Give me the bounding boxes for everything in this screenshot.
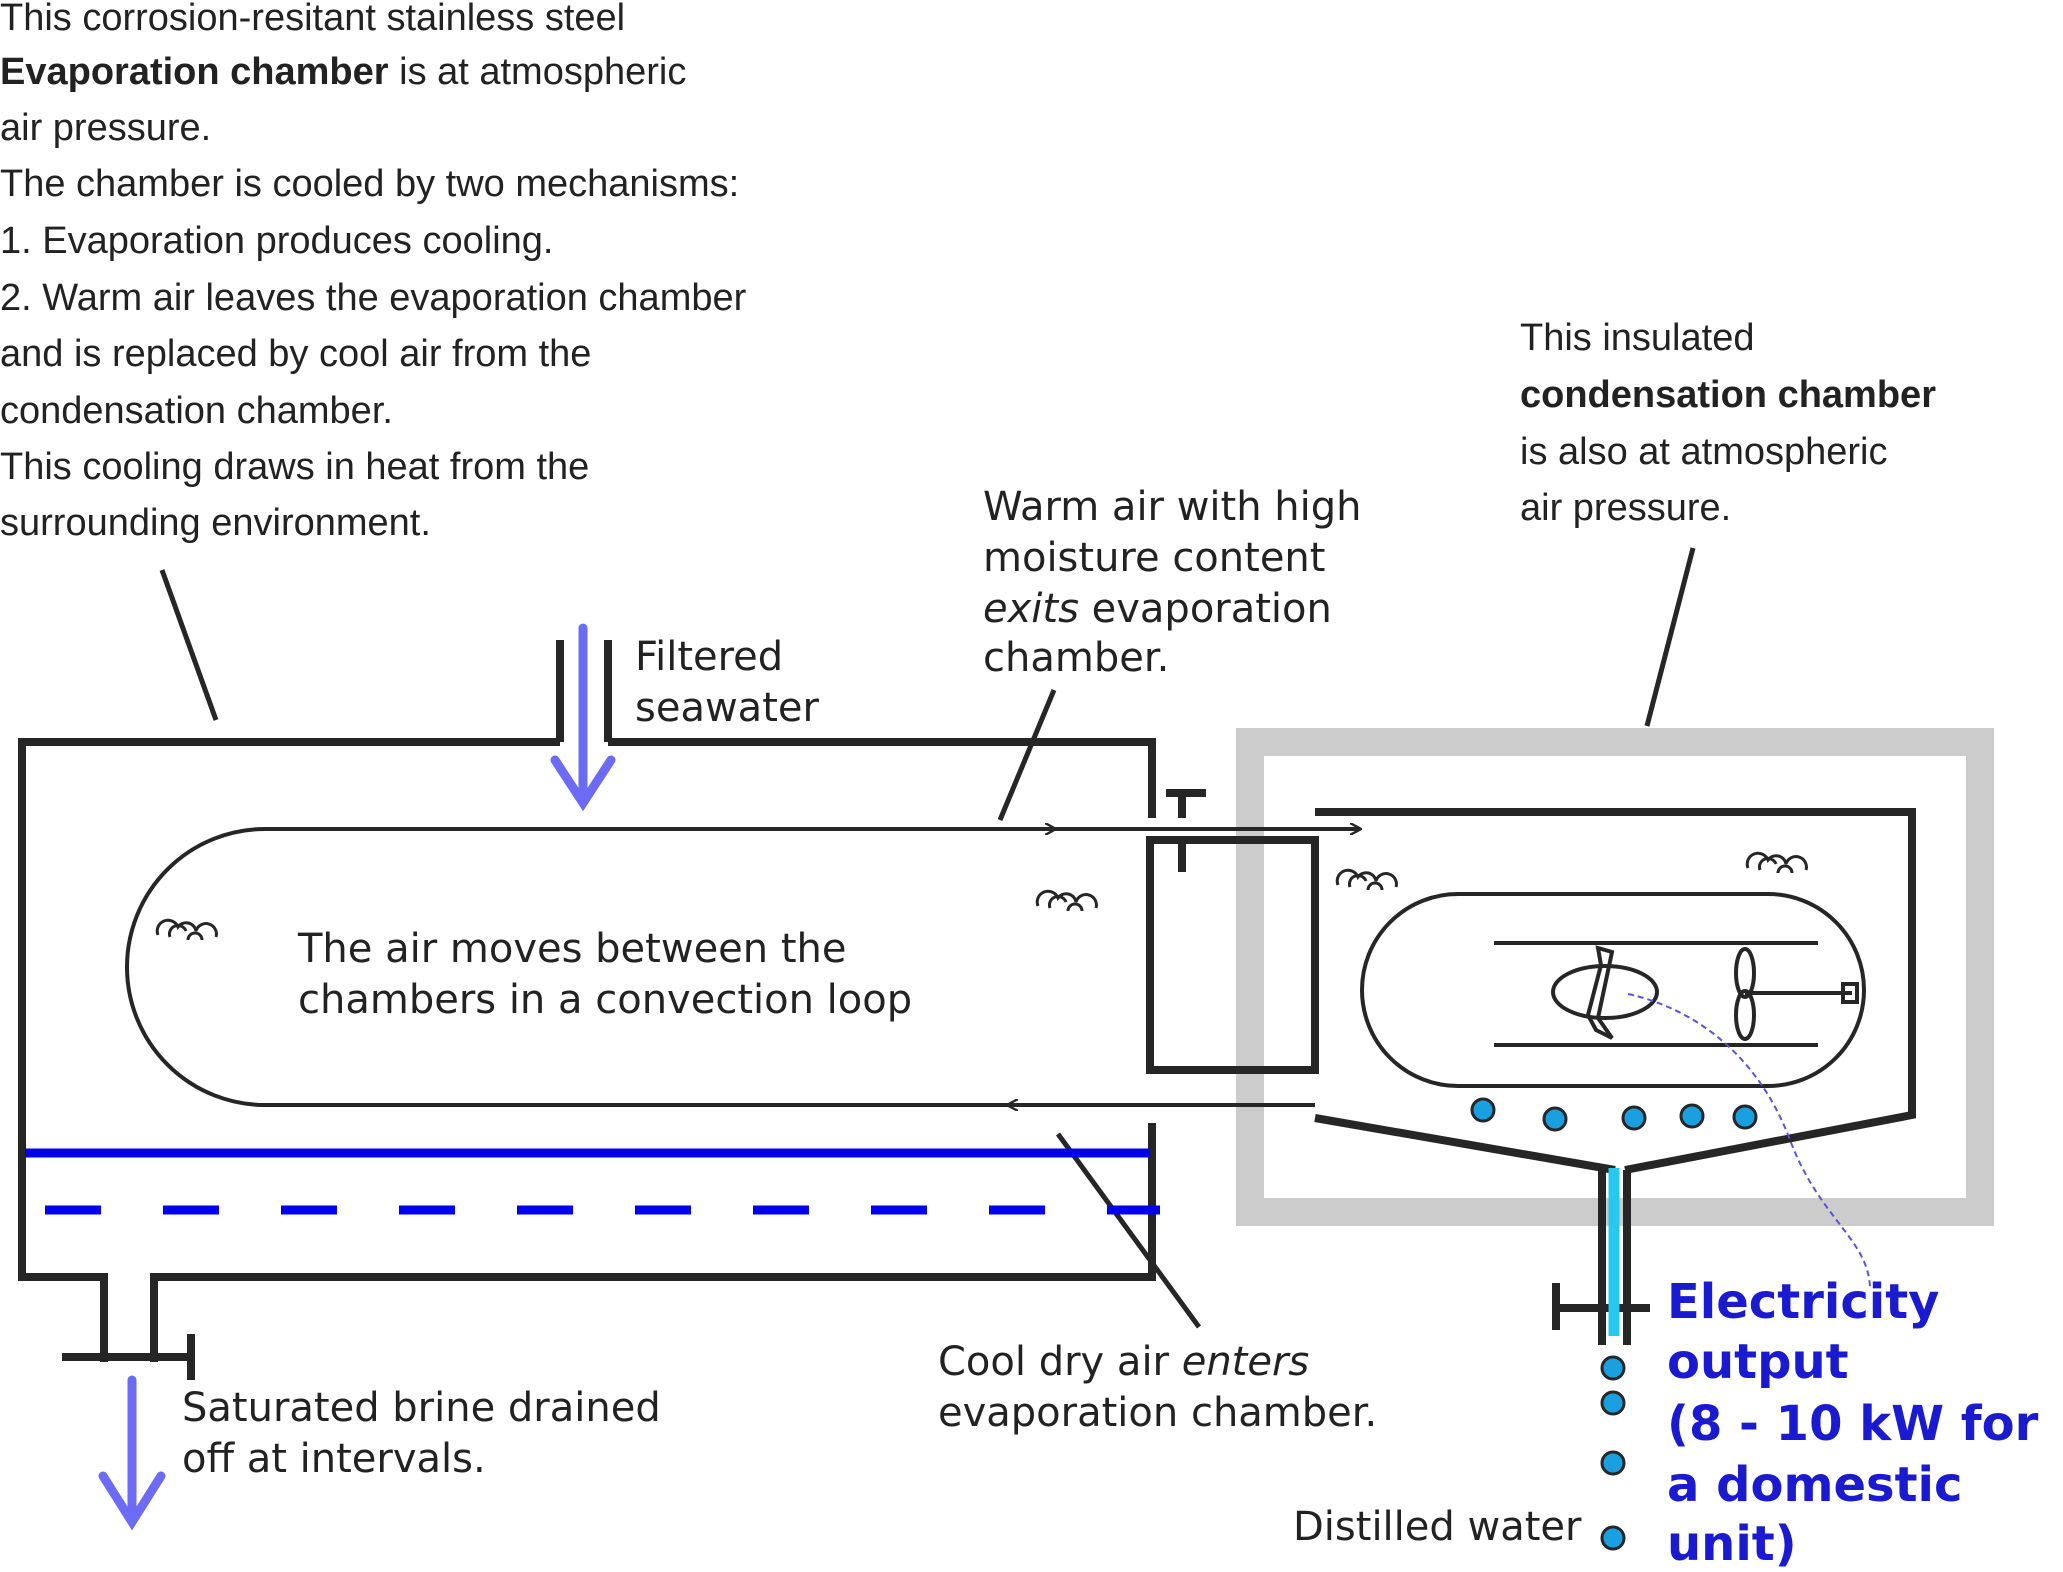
turbine-icon — [1551, 964, 1659, 1020]
evap-wall-top-right — [608, 738, 1156, 818]
evaporation-chamber — [18, 640, 1156, 1362]
vapour-icon-1 — [155, 918, 218, 941]
evap-note-line-7: and is replaced by cool air from the — [0, 333, 591, 375]
drop-3 — [1621, 1105, 1647, 1131]
cond-chamber-term: condensation chamber — [1520, 374, 1936, 416]
leader-lines — [159, 547, 1696, 1329]
electricity-line-1: Electricity — [1667, 1274, 1939, 1330]
generator-loop — [1360, 892, 1866, 1088]
convection-loop — [125, 827, 1360, 1107]
seawater-line-1: Filtered — [635, 634, 783, 680]
evap-note-line-4: The chamber is cooled by two mechanisms: — [0, 163, 739, 205]
brine-line-1: Saturated brine drained — [182, 1385, 661, 1431]
warm-air-line-1: Warm air with high — [983, 484, 1362, 530]
loop-line-2: chambers in a convection loop — [298, 977, 912, 1023]
cool-air-note: Cool dry air enters evaporation chamber. — [938, 1339, 1377, 1436]
warm-air-line-3-rest: evaporation — [1079, 586, 1332, 632]
evap-leader-line — [159, 569, 219, 721]
seawater-label: Filtered seawater — [635, 634, 819, 731]
drop-4 — [1679, 1103, 1705, 1129]
evap-note-line-5: 1. Evaporation produces cooling. — [0, 220, 553, 262]
electricity-line-4: a domestic — [1667, 1457, 1962, 1513]
drop-1 — [1470, 1097, 1496, 1123]
brine-label: Saturated brine drained off at intervals… — [182, 1385, 661, 1482]
evap-note-line-8: condensation chamber. — [0, 390, 393, 432]
evap-note-line-2-rest: is at atmospheric — [389, 51, 687, 93]
cool-air-line-2: evaporation chamber. — [938, 1390, 1377, 1436]
condensation-chamber — [1314, 808, 1916, 1345]
evap-chamber-term: Evaporation chamber — [0, 51, 389, 93]
seawater-line-2: seawater — [635, 685, 819, 731]
vapour-icon-3 — [1335, 868, 1398, 891]
brine-arrow-head — [98, 1471, 166, 1531]
evap-note-line-6: 2. Warm air leaves the evaporation chamb… — [0, 277, 747, 319]
cool-air-line-1: Cool dry air enters — [938, 1339, 1309, 1385]
electricity-line-3: (8 - 10 kW for — [1667, 1396, 2039, 1452]
exits-word: exits — [983, 586, 1079, 632]
warm-air-leader-line — [997, 689, 1057, 821]
evap-note-line-1: This corrosion-resitant stainless steel — [0, 0, 625, 39]
enters-word: enters — [1182, 1339, 1310, 1385]
brine-valve — [62, 1334, 195, 1380]
passage-box — [1146, 836, 1319, 1074]
drop-2 — [1542, 1106, 1568, 1132]
drop-9 — [1600, 1525, 1626, 1551]
cond-note-line-4: air pressure. — [1520, 487, 1731, 529]
cond-note-line-3: is also at atmospheric — [1520, 431, 1888, 473]
convection-loop-label: The air moves between the chambers in a … — [297, 926, 912, 1023]
electricity-output-label: Electricity output (8 - 10 kW for a dome… — [1667, 1274, 2039, 1572]
electricity-line-5: unit) — [1667, 1516, 1797, 1572]
drop-7 — [1600, 1390, 1626, 1416]
cond-wall-funnel-left — [1314, 1114, 1616, 1174]
evap-note-line-3: air pressure. — [0, 107, 211, 149]
drop-5 — [1732, 1104, 1758, 1130]
connector-passage — [1146, 789, 1319, 1074]
fan-blade-top-icon — [1734, 947, 1756, 999]
vapour-icons — [155, 851, 1808, 941]
vapour-icon-2 — [1035, 889, 1098, 912]
blue-flow-arrows — [98, 623, 616, 1531]
cool-air-leader-line — [1055, 1132, 1202, 1329]
distilled-water-label: Distilled water — [1293, 1504, 1582, 1550]
evap-note-line-2: Evaporation chamber is at atmospheric — [0, 51, 686, 93]
electricity-line-2: output — [1667, 1334, 1849, 1390]
condensate-drops — [1470, 1097, 1758, 1551]
evap-note-line-10: surrounding environment. — [0, 502, 431, 544]
vapour-icon-4 — [1745, 851, 1808, 874]
seawater-arrow-head — [550, 755, 616, 812]
cond-leader-line — [1644, 547, 1696, 727]
convection-loop-path — [125, 827, 1010, 1107]
warm-air-line-3: exits evaporation — [983, 586, 1332, 632]
inner-air-loop — [1360, 892, 1866, 1088]
cond-note-line-1: This insulated — [1520, 317, 1754, 359]
evap-wall-left — [18, 738, 560, 1362]
drop-6 — [1600, 1355, 1626, 1381]
turbine-blade-icon — [1585, 945, 1615, 1040]
electricity-wire — [1627, 993, 1871, 1291]
brine-line-2: off at intervals. — [182, 1436, 486, 1482]
warm-air-line-2: moisture content — [983, 535, 1325, 581]
loop-line-1: The air moves between the — [297, 926, 847, 972]
warm-air-line-4: chamber. — [983, 635, 1169, 681]
condensation-chamber-note: This insulated condensation chamber is a… — [1520, 317, 1936, 529]
cool-air-line-1-start: Cool dry air — [938, 1339, 1182, 1385]
evap-note-line-9: This cooling draws in heat from the — [0, 446, 589, 488]
drop-8 — [1600, 1450, 1626, 1476]
cond-wall-right — [1315, 808, 1916, 1174]
fan-motor-icon — [1841, 982, 1859, 1004]
evap-wall-bottom — [150, 1123, 1156, 1362]
evaporation-chamber-note: This corrosion-resitant stainless steel … — [0, 0, 747, 544]
warm-air-note: Warm air with high moisture content exit… — [983, 484, 1362, 681]
